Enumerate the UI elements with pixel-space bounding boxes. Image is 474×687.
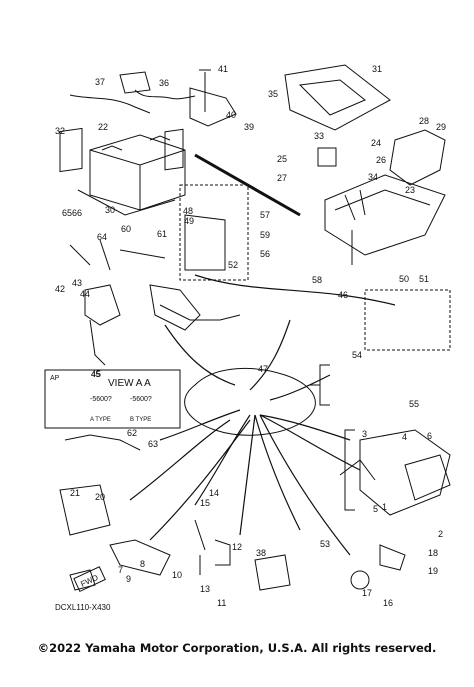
- view-aa-box: AP 45 VIEW A A -5600? -5600? A TYPE B TY…: [50, 370, 152, 423]
- callout: 37: [95, 77, 105, 87]
- callout: 64: [97, 232, 107, 242]
- callout-labels: 1 2 3 4 5 6 7 8 9 10 11 12 13 14 15 16 1…: [55, 64, 446, 608]
- callout: 5: [373, 504, 378, 514]
- callout: 62: [127, 428, 137, 438]
- drawing-code: DCXL110-X430: [55, 603, 111, 612]
- callout: 27: [277, 173, 287, 183]
- callout: 29: [436, 122, 446, 132]
- callout: 3: [362, 429, 367, 439]
- callout: 39: [244, 122, 254, 132]
- callout: 26: [376, 155, 386, 165]
- callout: 50: [399, 274, 409, 284]
- callout: 18: [428, 548, 438, 558]
- callout: 53: [320, 539, 330, 549]
- view-ref-number: 45: [91, 370, 100, 379]
- callout: 25: [277, 154, 287, 164]
- callout: 9: [126, 574, 131, 584]
- callout: 21: [70, 488, 80, 498]
- callout: 15: [200, 498, 210, 508]
- callout: 7: [118, 565, 123, 575]
- callout: 45: [91, 369, 101, 379]
- callout: 30: [105, 205, 115, 215]
- callout: 38: [256, 548, 266, 558]
- callout: 42: [55, 284, 65, 294]
- callout: 14: [209, 488, 219, 498]
- callout: 46: [338, 290, 348, 300]
- callout: 32: [55, 126, 65, 136]
- type-2-label: B TYPE: [130, 417, 151, 423]
- harness-lines: [129, 274, 396, 556]
- callout: 19: [428, 566, 438, 576]
- callout: 48: [183, 206, 193, 216]
- callout: 60: [121, 224, 131, 234]
- callout: 66: [72, 208, 82, 218]
- callout: 10: [172, 570, 182, 580]
- part-code-2: -5600?: [130, 396, 152, 403]
- callout: 36: [159, 78, 169, 88]
- callout: 44: [80, 289, 90, 299]
- battery-group: [59, 69, 237, 216]
- callout: 65: [62, 208, 72, 218]
- callout: 41: [218, 64, 228, 74]
- connector-group-left: [69, 214, 226, 366]
- callout: 31: [372, 64, 382, 74]
- callout: 56: [260, 249, 270, 259]
- tray-group: [284, 64, 446, 265]
- callout: 47: [258, 364, 268, 374]
- view-title: VIEW A A: [108, 378, 151, 389]
- callout: 12: [232, 542, 242, 552]
- callout: 33: [314, 131, 324, 141]
- callout: 49: [184, 216, 194, 226]
- callout: 20: [95, 492, 105, 502]
- callout: 2: [438, 529, 443, 539]
- callout: 23: [405, 185, 415, 195]
- callout: 1: [382, 502, 387, 512]
- callout: 11: [217, 598, 226, 608]
- callout: 59: [260, 230, 270, 240]
- callout: 58: [312, 275, 322, 285]
- ap-label: AP: [50, 375, 60, 382]
- callout: 40: [226, 110, 236, 120]
- callout: 55: [409, 399, 419, 409]
- callout: 52: [228, 260, 238, 270]
- callout: 43: [72, 278, 82, 288]
- callout: 17: [362, 588, 372, 598]
- callout: 51: [419, 274, 429, 284]
- callout: 8: [140, 559, 145, 569]
- callout: 4: [402, 432, 407, 442]
- callout: 28: [419, 116, 429, 126]
- callout: 13: [200, 584, 210, 594]
- part-code-1: -5600?: [90, 396, 112, 403]
- callout: 24: [371, 138, 381, 148]
- copyright-notice: ©2022 Yamaha Motor Corporation, U.S.A. A…: [37, 641, 437, 655]
- callout: 61: [157, 229, 167, 239]
- callout: 63: [148, 439, 158, 449]
- type-1-label: A TYPE: [90, 417, 111, 423]
- callout: 54: [352, 350, 362, 360]
- callout: 6: [427, 431, 432, 441]
- callout: 57: [260, 210, 270, 220]
- callout: 22: [98, 122, 108, 132]
- callout: 35: [268, 89, 278, 99]
- callout: 34: [368, 172, 378, 182]
- callout: 16: [383, 598, 393, 608]
